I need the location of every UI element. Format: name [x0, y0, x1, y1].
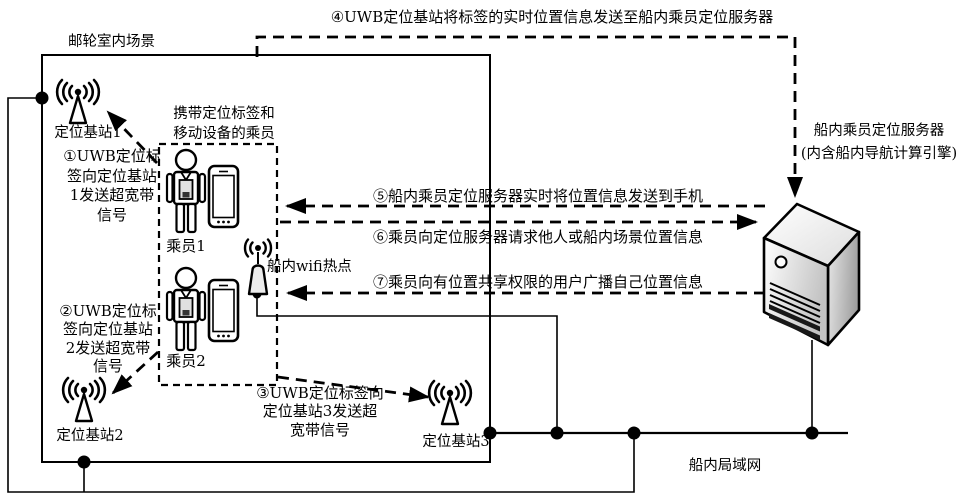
flow1-arrow — [106, 110, 159, 164]
flow7-label: ⑦乘员向有位置共享权限的用户广播自己位置信息 — [372, 273, 703, 291]
passenger-2-figure-icon — [165, 266, 207, 352]
base-station-1-antenna-icon — [55, 78, 101, 125]
junction-dot — [805, 426, 819, 440]
junction-dot — [627, 426, 641, 440]
base-station-2-label: 定位基站2 — [56, 428, 124, 444]
wifi-hotspot-label: 船内wifi热点 — [267, 259, 352, 275]
base-station-3-antenna-icon — [427, 379, 473, 426]
flow2-arrow — [111, 350, 159, 395]
junction-dot — [483, 426, 497, 440]
lan-wiring — [7, 97, 848, 493]
junction-dot — [35, 91, 49, 105]
passenger-1-label: 乘员1 — [166, 237, 206, 255]
flow3-arrow — [277, 375, 430, 403]
flow6-label: ⑥乘员向定位服务器请求他人或船内场景位置信息 — [372, 228, 703, 246]
server-icon — [762, 202, 861, 347]
server-drive-bay — [769, 304, 820, 332]
passenger-1-figure-icon — [165, 148, 207, 234]
server-label: 船内乘员定位服务器 (内含船内导航计算引擎) — [800, 123, 958, 163]
flow1-label: ①UWB定位标 签向定位基站 1发送超宽带 信号 — [63, 147, 161, 224]
passenger-group-label: 携带定位标签和 移动设备的乘员 — [173, 106, 275, 143]
passenger-2-phone-icon — [207, 278, 240, 343]
junction-dot — [550, 426, 564, 440]
server-vents — [769, 282, 821, 324]
flow5-label: ⑤船内乘员定位服务器实时将位置信息发送到手机 — [372, 187, 703, 205]
passenger-2-label: 乘员2 — [166, 352, 206, 370]
server-drive-bay — [769, 313, 820, 341]
flow4-label: ④UWB定位基站将标签的实时位置信息发送至船内乘员定位服务器 — [330, 8, 774, 26]
flow-arrows — [106, 35, 803, 403]
base-station-1-label: 定位基站1 — [54, 125, 122, 141]
flow2-label: ②UWB定位标 签向定位基站 2发送超宽带 信号 — [59, 302, 157, 375]
lan-label: 船内局域网 — [688, 458, 762, 474]
base-station-2-antenna-icon — [61, 376, 107, 423]
flow4-arrow — [255, 35, 803, 198]
flow3-label: ③UWB定位标签向 定位基站3发送超 宽带信号 — [256, 384, 384, 439]
scene-label: 邮轮室内场景 — [68, 34, 155, 50]
junction-dot — [77, 455, 91, 469]
scene-box — [41, 54, 491, 463]
base-station-3-label: 定位基站3 — [422, 434, 490, 450]
passenger-1-phone-icon — [207, 164, 240, 229]
server-power-button-icon — [774, 255, 788, 269]
